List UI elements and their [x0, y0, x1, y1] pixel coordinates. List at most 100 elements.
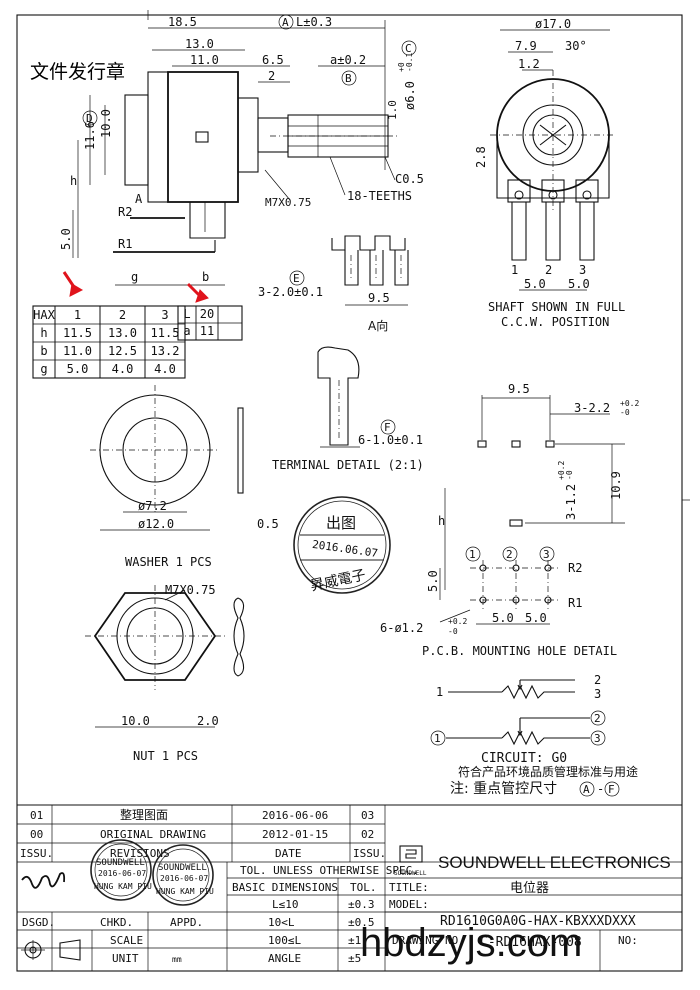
- pcb-holes: 6-ø1.2: [380, 621, 423, 635]
- red-arrow-icon: [195, 289, 209, 303]
- rev-desc-01: 整理图面: [120, 807, 168, 822]
- basic-dims: BASIC DIMENSIONS: [232, 881, 338, 894]
- nut-title: NUT 1 PCS: [133, 749, 198, 763]
- label-teeth: 18-TEETHS: [347, 189, 412, 203]
- pin-3: 3: [579, 263, 586, 277]
- nut-thread: M7X0.75: [165, 583, 216, 597]
- issue-stamp: 出图 2016.06.07 昇威電子: [293, 496, 391, 594]
- dim-h: h: [70, 174, 77, 188]
- washer-dia-out: ø12.0: [138, 517, 174, 531]
- pcb-slot-up: +0.2: [620, 399, 639, 408]
- washer-title: WASHER 1 PCS: [125, 555, 212, 569]
- tol-row-2-tol: ±0.5: [348, 916, 375, 929]
- hax-cell: 4.0: [112, 362, 134, 376]
- dim-e: 3-2.0±0.1: [258, 285, 323, 299]
- dim-1: 1.0: [386, 100, 399, 120]
- soundwell-logo-icon: [399, 845, 423, 863]
- hax-cell: 1: [74, 308, 81, 322]
- tol-row-3-tol: ±1: [348, 934, 361, 947]
- title-block: 01 整理图面 2016-06-06 03 00 ORIGINAL DRAWIN…: [17, 804, 682, 971]
- rev-sheet-01: 03: [361, 809, 374, 822]
- hax-cell: g: [40, 362, 47, 376]
- label-r1: R1: [118, 237, 132, 251]
- rev-head-issu: ISSU.: [20, 847, 53, 860]
- hax-cell: 11.0: [63, 344, 92, 358]
- rev-date-00: 2012-01-15: [262, 828, 328, 841]
- hax-cell: 3: [161, 308, 168, 322]
- view-arrow-a: A: [135, 192, 143, 206]
- tol-row-1-tol: ±0.3: [348, 898, 375, 911]
- tol-row-2-dim: 10<L: [268, 916, 295, 929]
- dim-2: 2: [268, 69, 275, 83]
- label-m7: M7X0.75: [265, 196, 311, 209]
- pin-1: 1: [511, 263, 518, 277]
- pin-pitch-b: 5.0: [568, 277, 590, 291]
- red-arrows: [62, 271, 209, 303]
- rev-head-date: DATE: [275, 847, 302, 860]
- pcb-r2: R2: [568, 561, 582, 575]
- unit-label: UNIT: [112, 952, 139, 965]
- dsgd-label: DSGD.: [22, 916, 55, 929]
- circle-c: C: [405, 42, 412, 55]
- scale-label: SCALE: [110, 934, 143, 947]
- label-c05: C0.5: [395, 172, 424, 186]
- rev-no-00: 00: [30, 828, 43, 841]
- circuit-pin-2b: 2: [594, 712, 601, 725]
- stamp-date: 2016.06.07: [311, 538, 378, 560]
- dim-13: 13.0: [185, 37, 214, 51]
- a-view: E 3-2.0±0.1 9.5 A向: [258, 235, 409, 333]
- appd-label: APPD.: [170, 916, 203, 929]
- circuit-pin-1b: 1: [434, 732, 441, 745]
- dim-dia6-dn: -0.1: [405, 53, 414, 72]
- dim-a: a±0.2: [330, 53, 366, 67]
- drawing-no-value: C-RD16HAX-008: [480, 935, 582, 950]
- stamp-b-bottom: HUNG KAM PIU: [156, 887, 214, 896]
- drawing-no-label: DRAWING NO.: [392, 934, 465, 947]
- logo-text: SOUNDWELL: [394, 870, 427, 877]
- dim-dia17: ø17.0: [535, 17, 571, 31]
- rev-sheet-00: 02: [361, 828, 374, 841]
- hax-cell: 2: [119, 308, 126, 322]
- pin-pitch-a: 5.0: [524, 277, 546, 291]
- hax-cell: 13.2: [151, 344, 180, 358]
- dim-1-2: 1.2: [518, 57, 540, 71]
- sheet-border: [16, 14, 683, 972]
- dim-6-5: 6.5: [262, 53, 284, 67]
- no-label: NO:: [618, 934, 638, 947]
- pcb-pin-2: 2: [506, 548, 513, 561]
- tol-row-1-dim: L≤10: [272, 898, 299, 911]
- hax-cell: HAX: [33, 308, 55, 322]
- pcb-5a: 5.0: [492, 611, 514, 625]
- la-cell: 11: [200, 324, 214, 338]
- chkd-label: CHKD.: [100, 916, 133, 929]
- stamp-top: 出图: [326, 514, 356, 532]
- pcb-slotv-up: +0.2: [557, 461, 566, 480]
- pcb-pin-3: 3: [543, 548, 550, 561]
- stamp-a-top: SOUNDWELL: [96, 858, 145, 868]
- note-cn-2: 注: 重点管控尺寸: [450, 781, 557, 797]
- dim-dia6: ø6.0: [403, 81, 417, 110]
- pcb-5b: 5.0: [525, 611, 547, 625]
- model-value: RD1610G0A0G-HAX-KBXXXDXXX: [440, 914, 636, 929]
- tol-head: TOL. UNLESS OTHERWISE SPEC.: [240, 864, 419, 877]
- front-view: ø17.0 7.9 30° 1.2 2.8 1 2 3 5.0 5.0 SHAF…: [474, 17, 625, 329]
- note-cn-1: 符合产品环境品质管理标准与用途: [458, 764, 638, 779]
- hax-cell: b: [40, 344, 47, 358]
- dim-term: 6-1.0±0.1: [358, 433, 423, 447]
- pcb-slotv-dn: -0: [565, 470, 574, 480]
- note-range-a: A: [583, 783, 590, 796]
- la-cell: 20: [200, 307, 214, 321]
- washer: ø7.2 ø12.0 0.5 WASHER 1 PCS: [90, 385, 279, 569]
- tol-label: TOL.: [350, 881, 377, 894]
- circuit-pin-1a: 1: [436, 685, 443, 699]
- circuit-pin-2a: 2: [594, 673, 601, 687]
- nut-width: 10.0: [121, 714, 150, 728]
- dim-10: 10.0: [99, 109, 113, 138]
- title-label: TITLE:: [389, 881, 429, 894]
- approval-stamp-b: SOUNDWELL 2016-06-07 HUNG KAM PIU: [152, 844, 214, 906]
- company-name: SOUNDWELL ELECTRONICS: [438, 853, 671, 872]
- tol-row-3-dim: 100≤L: [268, 934, 301, 947]
- angle-tol: ±5: [348, 952, 361, 965]
